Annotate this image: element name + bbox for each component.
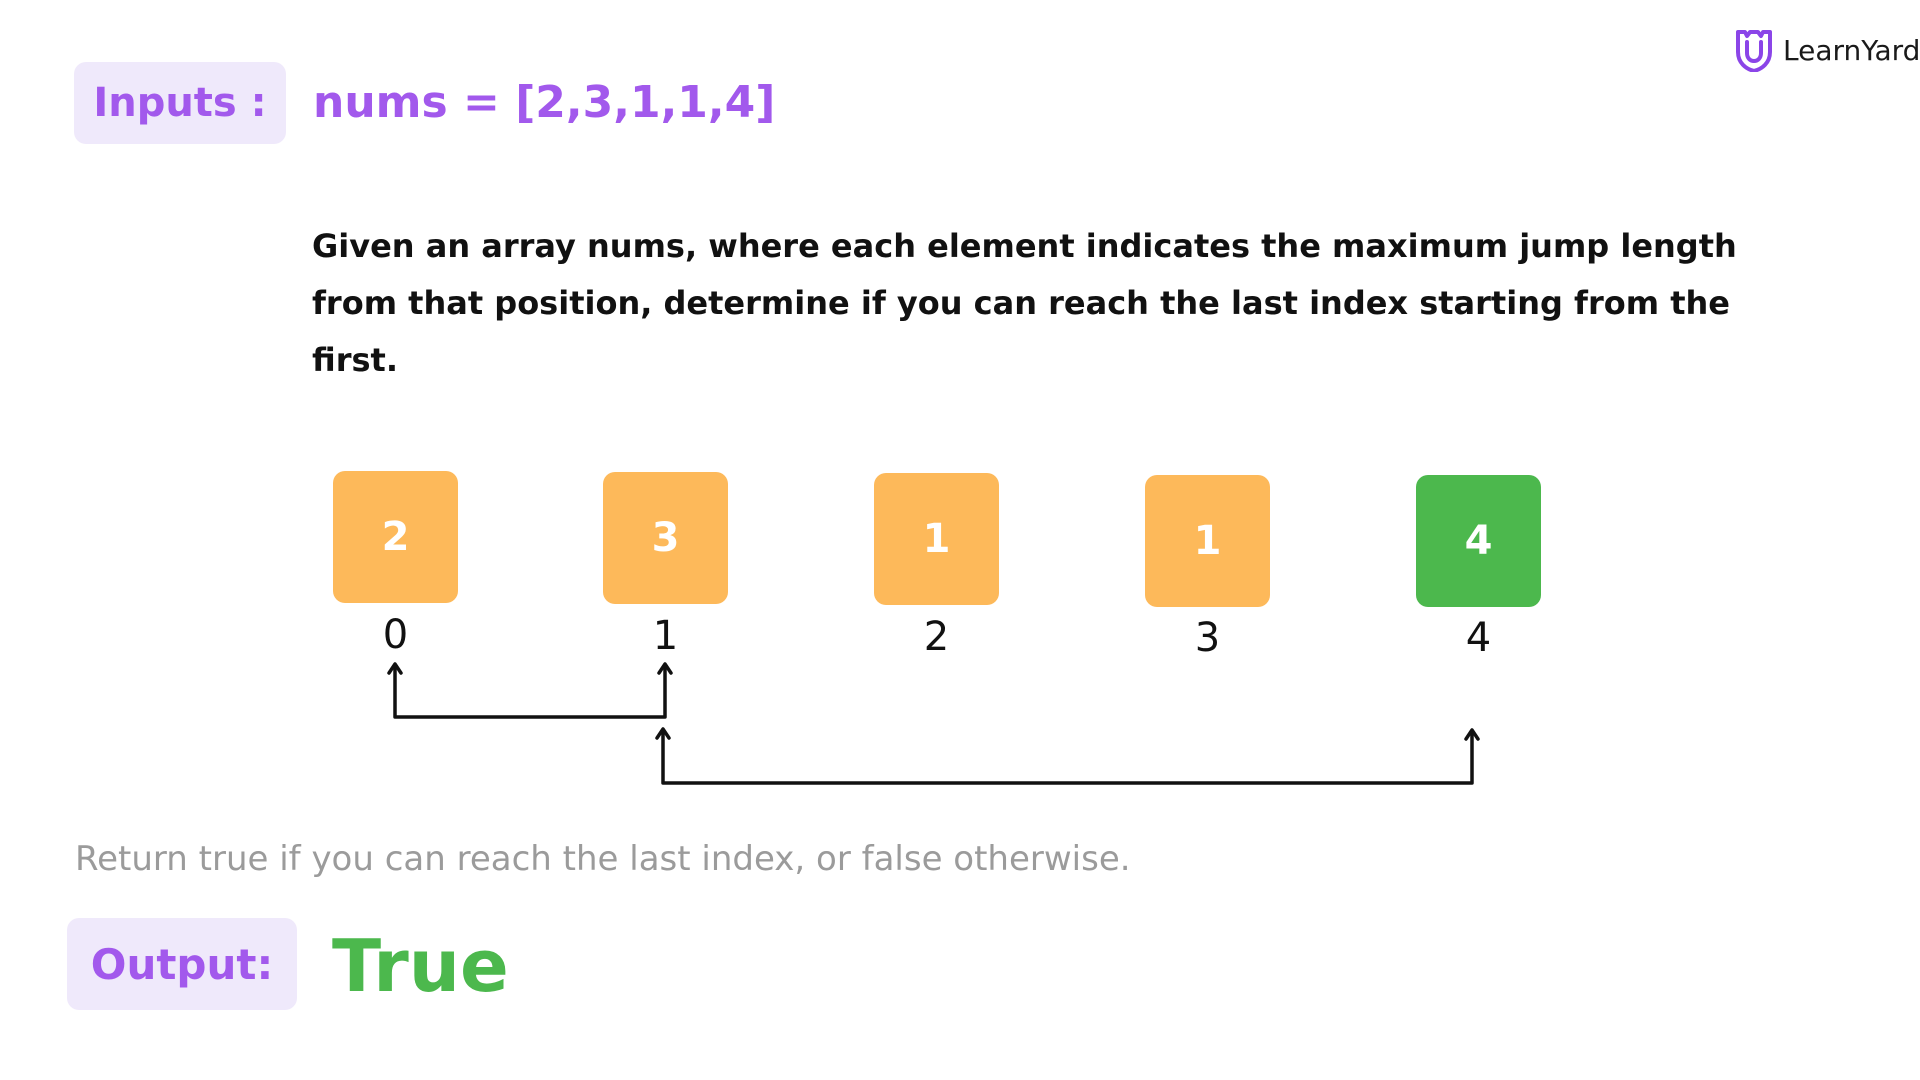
problem-description: Given an array nums, where each element … (312, 227, 1737, 379)
inputs-label: Inputs : (74, 62, 286, 144)
array-cell-0: 2 (333, 471, 458, 603)
index-label-3: 3 (1194, 615, 1221, 661)
cell-value: 4 (1464, 518, 1493, 564)
index-label-1: 1 (652, 613, 679, 659)
index-label-2: 2 (923, 614, 950, 660)
return-description: Return true if you can reach the last in… (75, 839, 1131, 879)
array-cell-2: 1 (874, 473, 999, 605)
shield-u-logo-icon (1736, 30, 1772, 72)
index-label-0: 0 (382, 612, 409, 658)
cell-value: 3 (651, 515, 680, 561)
array-cell-1: 3 (603, 472, 728, 604)
learnyard-logo: LearnYard (1735, 28, 1920, 72)
logo-text: LearnYard (1783, 33, 1920, 67)
cell-value: 1 (922, 516, 951, 562)
array-cell-3: 1 (1145, 475, 1270, 607)
output-label: Output: (67, 918, 297, 1010)
jump-arrow-0-to-1 (387, 662, 673, 719)
output-value: True (332, 924, 509, 1008)
input-value: nums = [2,3,1,1,4] (313, 77, 776, 128)
array-cell-4: 4 (1416, 475, 1541, 607)
jump-arrow-1-to-4 (655, 727, 1480, 785)
index-label-4: 4 (1465, 615, 1492, 661)
cell-value: 2 (381, 514, 410, 560)
cell-value: 1 (1193, 518, 1222, 564)
